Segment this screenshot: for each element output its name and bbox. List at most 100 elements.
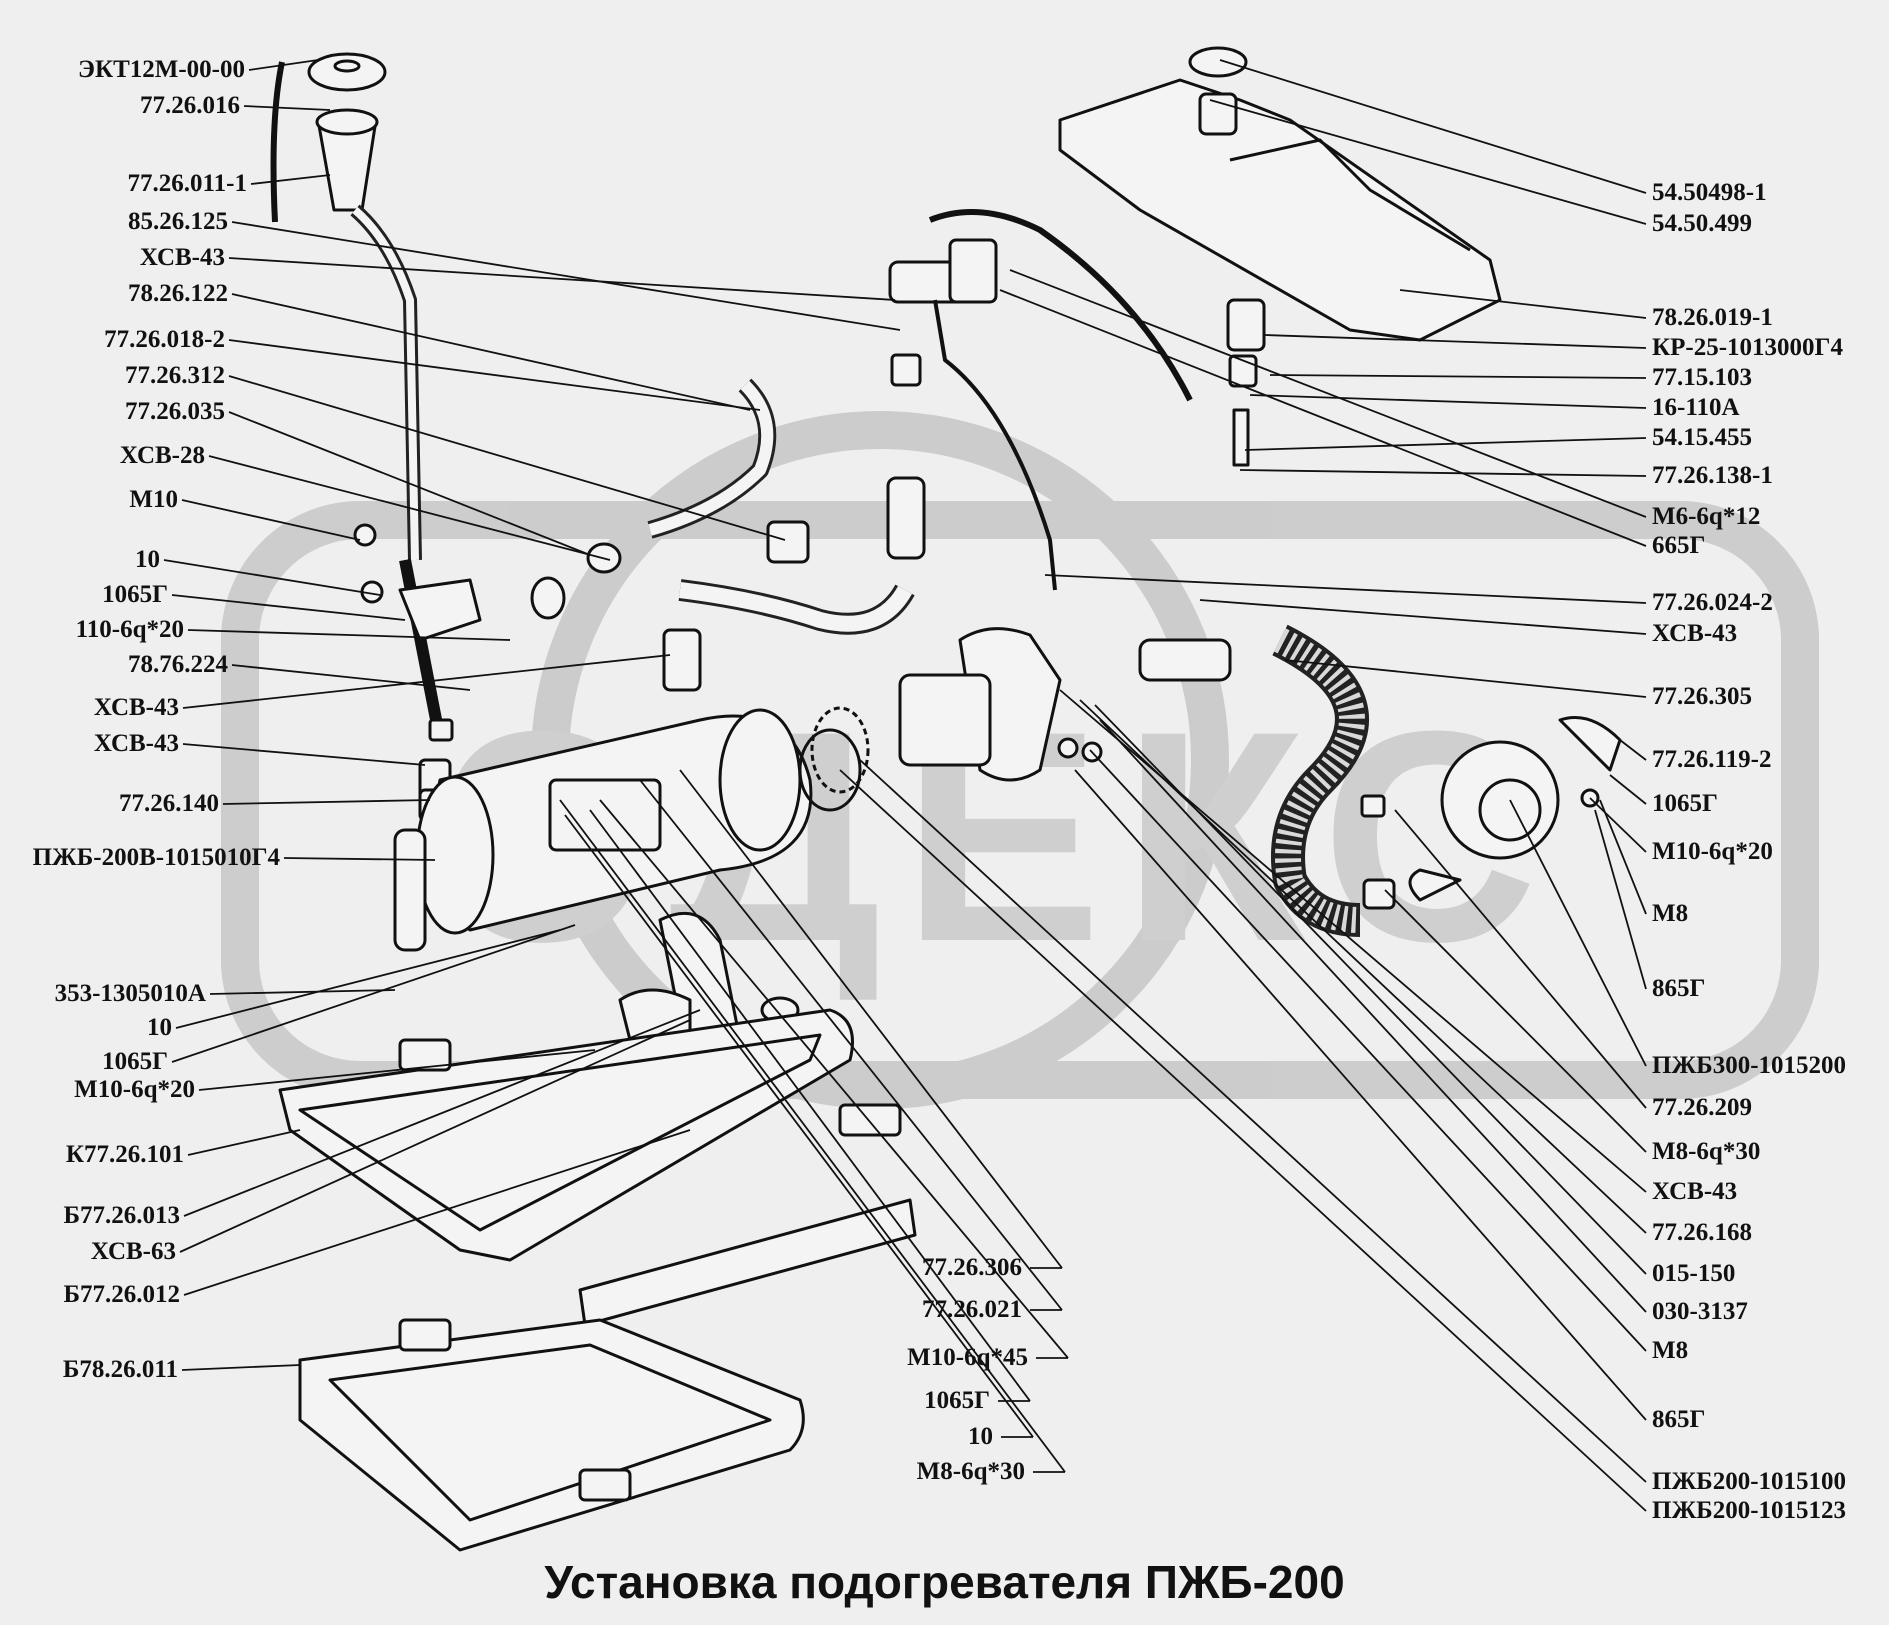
part-label-left: 78.76.224 xyxy=(128,651,228,678)
fuel-tank-part xyxy=(1058,46,1502,342)
leader-line xyxy=(1094,704,1647,1275)
leader-line xyxy=(198,1049,596,1091)
leader-line xyxy=(1089,749,1647,1352)
leader-line xyxy=(1044,574,1647,604)
leader-line xyxy=(1219,59,1647,194)
part-label-right: 77.26.209 xyxy=(1652,1094,1752,1121)
part-label-left: 1065Г xyxy=(102,1048,168,1075)
leader-line xyxy=(181,1364,301,1371)
part-label-right: М10-6q*20 xyxy=(1652,838,1773,865)
leader-line xyxy=(599,799,1069,1359)
leader-line xyxy=(1594,809,1647,990)
part-label-right: 1065Г xyxy=(1652,790,1718,817)
leader-line xyxy=(182,743,426,766)
part-label-left: 77.26.312 xyxy=(125,362,225,389)
part-label-left: Б77.26.012 xyxy=(63,1281,180,1308)
part-label-left: 77.26.011-1 xyxy=(127,170,247,197)
leader-line xyxy=(1509,799,1647,1067)
leader-line xyxy=(1384,889,1647,1153)
part-label-right: 865Г xyxy=(1652,975,1706,1002)
leader-line xyxy=(231,664,471,691)
part-label-left: 77.26.140 xyxy=(119,790,219,817)
leader-line xyxy=(1249,394,1647,409)
part-label-right: КР-25-1013000Г4 xyxy=(1652,334,1843,361)
leader-line xyxy=(589,809,1031,1402)
leader-line xyxy=(1609,774,1647,805)
leader-line xyxy=(639,779,1063,1311)
part-label-left: 10 xyxy=(135,546,160,573)
part-label-right: 030-3137 xyxy=(1652,1298,1748,1325)
part-label-left: ХСВ-43 xyxy=(93,694,179,721)
part-label-bottom: М8-6q*30 xyxy=(916,1458,1025,1485)
part-label-left: 77.26.035 xyxy=(125,398,225,425)
part-label-left: ХСВ-28 xyxy=(119,442,205,469)
part-label-right: М8 xyxy=(1652,1337,1689,1364)
leader-line xyxy=(179,1019,691,1253)
part-label-right: 665Г xyxy=(1652,532,1706,559)
part-label-right: ХСВ-43 xyxy=(1652,1178,1738,1205)
leader-line xyxy=(839,769,1647,1512)
part-label-left: ПЖБ-200В-1015010Г4 xyxy=(32,844,280,871)
burner-flange-part xyxy=(798,627,1062,812)
leader-line xyxy=(171,924,576,1063)
part-label-left: 10 xyxy=(147,1014,172,1041)
leader-line xyxy=(1239,469,1647,477)
leader-line xyxy=(183,1009,701,1217)
leader-line xyxy=(228,257,896,301)
leader-line xyxy=(1264,334,1647,349)
part-label-bottom: 1065Г xyxy=(924,1387,990,1414)
part-label-left: ЭКТ12М-00-00 xyxy=(77,56,245,83)
part-label-right: 54.50498-1 xyxy=(1652,179,1767,206)
leader-line xyxy=(1599,799,1647,915)
leader-line xyxy=(283,857,436,861)
part-label-right: ПЖБ200-1015123 xyxy=(1652,1497,1847,1524)
leader-line xyxy=(187,1129,301,1156)
leader-line xyxy=(1244,437,1647,451)
part-label-bottom: М10-6q*45 xyxy=(907,1344,1028,1371)
leader-line xyxy=(228,375,786,541)
support-strip-part xyxy=(578,1198,917,1327)
leader-line xyxy=(182,654,671,709)
part-label-right: 77.26.119-2 xyxy=(1652,746,1772,773)
leader-line xyxy=(248,59,319,71)
part-label-left: 85.26.125 xyxy=(128,208,228,235)
pipe-assembly-part xyxy=(647,353,926,692)
leader-line xyxy=(1074,769,1647,1421)
leader-line xyxy=(171,594,406,621)
leader-line xyxy=(183,1129,691,1296)
diagram-title: Установка подогревателя ПЖБ-200 xyxy=(544,1556,1345,1608)
part-label-right: ПЖБ300-1015200 xyxy=(1652,1052,1847,1079)
leader-line xyxy=(679,769,1063,1269)
part-label-bottom: 77.26.306 xyxy=(922,1254,1022,1281)
part-label-right: 77.15.103 xyxy=(1652,364,1752,391)
leader-line xyxy=(243,105,331,111)
leader-lines xyxy=(163,59,1647,1512)
part-label-right: 16-110А xyxy=(1652,394,1740,421)
leader-line xyxy=(175,929,561,1029)
part-label-left: М10-6q*20 xyxy=(74,1076,195,1103)
part-label-left: К77.26.101 xyxy=(65,1141,184,1168)
blower-motor-part xyxy=(1408,716,1622,902)
part-label-right: М8 xyxy=(1652,900,1689,927)
part-label-right: ПЖБ200-1015100 xyxy=(1652,1468,1847,1495)
leader-line xyxy=(1284,659,1647,698)
part-label-bottom: 10 xyxy=(968,1423,993,1450)
leader-line xyxy=(1009,269,1647,518)
leader-line xyxy=(163,559,381,596)
part-label-bottom: 77.26.021 xyxy=(922,1296,1022,1323)
part-label-right: 015-150 xyxy=(1652,1260,1736,1287)
leader-line xyxy=(1099,719,1647,1313)
part-label-left: 77.26.018-2 xyxy=(104,326,225,353)
filler-neck-part xyxy=(315,108,446,742)
part-label-left: Б78.26.011 xyxy=(62,1356,178,1383)
part-label-left: М10 xyxy=(129,486,178,513)
leader-line xyxy=(187,629,511,641)
leader-line xyxy=(859,759,1647,1483)
part-label-left: Б77.26.013 xyxy=(63,1202,180,1229)
leader-line xyxy=(999,289,1647,547)
leader-line xyxy=(231,293,751,411)
leader-line xyxy=(228,339,761,411)
part-label-right: 865Г xyxy=(1652,1406,1706,1433)
part-label-left: 110-6q*20 xyxy=(75,616,184,643)
